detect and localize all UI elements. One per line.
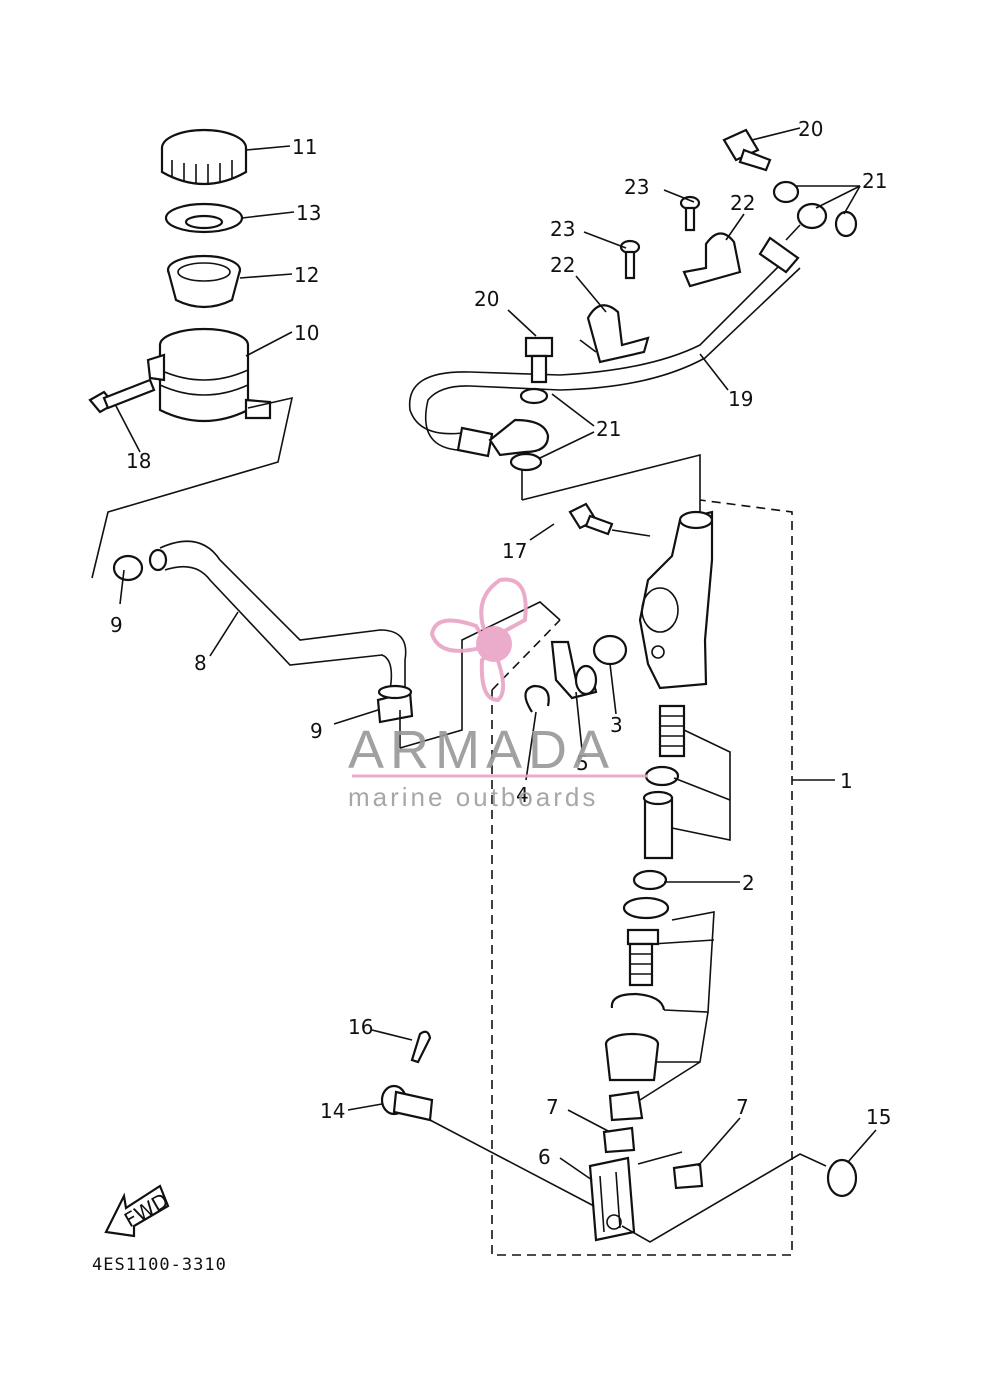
clevis-part-6: [588, 1156, 636, 1242]
callout-22-a: 22: [550, 253, 575, 277]
callout-15: 15: [866, 1105, 891, 1129]
callout-leaders: [115, 127, 877, 1181]
callout-10: 10: [294, 321, 319, 345]
hose-clamp-part-22-left: [586, 304, 650, 364]
push-rod-part: [622, 896, 670, 987]
hose-clamp-part-22-right: [682, 232, 742, 288]
dust-boot-part: [604, 1032, 660, 1082]
callout-22-b: 22: [730, 191, 755, 215]
watermark-brand: ARMADA: [348, 720, 615, 780]
callout-9-b: 9: [310, 719, 323, 743]
diaphragm-part-12: [166, 254, 242, 309]
master-cylinder-body: [638, 510, 714, 690]
callout-8: 8: [194, 651, 207, 675]
union-bolt-part-20-lower: [524, 336, 554, 384]
locknut-part-7-mid: [602, 1126, 636, 1154]
callout-17: 17: [502, 539, 527, 563]
callout-20-a: 20: [474, 287, 499, 311]
callout-9-a: 9: [110, 613, 123, 637]
spring-part: [658, 704, 686, 758]
seal-part-2: [632, 869, 668, 891]
callout-3: 3: [610, 713, 623, 737]
diagram-code: 4ES1100-3310: [92, 1255, 227, 1275]
callout-14: 14: [320, 1099, 345, 1123]
locknut-part-7-upper: [608, 1090, 644, 1122]
reservoir-cap-part-11: [160, 128, 248, 186]
cotter-pin-part-16: [410, 1030, 432, 1064]
cup-part: [644, 765, 680, 787]
armada-watermark: ARMADA marine outboards: [348, 577, 648, 812]
reservoir-tank-part-10: [146, 327, 272, 423]
bolt-part-18: [88, 378, 156, 414]
callout-4: 4: [516, 783, 529, 807]
callout-2: 2: [742, 871, 755, 895]
washer-part-15: [826, 1158, 858, 1198]
callout-16: 16: [348, 1015, 373, 1039]
union-bolt-part-20-upper: [722, 128, 772, 172]
callout-21-a: 21: [596, 417, 621, 441]
callout-13: 13: [296, 201, 321, 225]
reservoir-hose-part-8: [159, 540, 407, 691]
o-ring-part-3: [592, 634, 628, 666]
circlip-lower: [610, 992, 666, 1011]
callout-20-b: 20: [798, 117, 823, 141]
callout-7-a: 7: [546, 1095, 559, 1119]
diaphragm-plate-part-13: [164, 202, 244, 234]
callout-18: 18: [126, 449, 151, 473]
callout-19: 19: [728, 387, 753, 411]
fwd-arrow-icon: FWD: [104, 1184, 172, 1238]
watermark-tagline: marine outboards: [348, 782, 598, 812]
assembly-outline-1: [491, 499, 793, 1256]
screw-part-23-set: [619, 195, 701, 280]
hose-joint-part-5: [550, 640, 598, 700]
washer-part-21-set: [509, 180, 858, 472]
banjo-fitting-lower: [488, 418, 550, 457]
circlip-part-4: [524, 684, 550, 713]
hose-clamp-part-9-upper: [112, 548, 168, 582]
callout-21-b: 21: [862, 169, 887, 193]
bolt-part-17: [568, 502, 614, 536]
propeller-logo-icon: [429, 577, 528, 703]
callout-7-b: 7: [736, 1095, 749, 1119]
callout-12: 12: [294, 263, 319, 287]
hose-clamp-part-9-lower: [376, 684, 414, 724]
banjo-fitting-upper: [785, 202, 828, 241]
callout-numbers: 1 2 3 4 5 6 7 7 8 9 9 10 11 12 13 14 15 …: [110, 117, 891, 1169]
piston-part: [642, 790, 674, 860]
locknut-part-7-right: [672, 1162, 704, 1190]
callout-1: 1: [840, 769, 853, 793]
brake-hose-part-19: [408, 236, 801, 458]
callout-6: 6: [538, 1145, 551, 1169]
callout-11: 11: [292, 135, 317, 159]
pin-part-14: [380, 1084, 434, 1122]
callout-5: 5: [576, 751, 589, 775]
callout-23-b: 23: [624, 175, 649, 199]
callout-23-a: 23: [550, 217, 575, 241]
